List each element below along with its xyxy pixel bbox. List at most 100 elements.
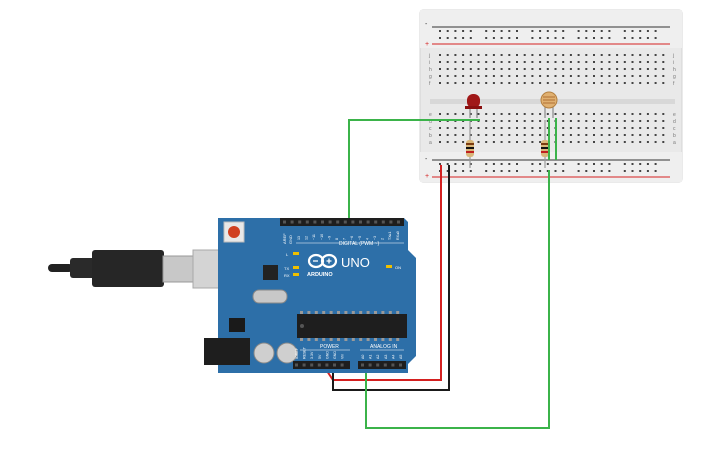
- header-pin[interactable]: [336, 220, 340, 224]
- pin-label: A1: [369, 355, 373, 359]
- header-pin[interactable]: [399, 363, 402, 367]
- power-header-pins: [295, 363, 344, 367]
- chip-pin: [396, 338, 400, 341]
- header-pin[interactable]: [290, 220, 294, 224]
- pin-label: IOREF: [295, 347, 299, 359]
- chip-pin: [314, 311, 318, 314]
- resistor-photo-band-2: [541, 147, 549, 149]
- rail-hole: [516, 170, 518, 172]
- header-pin[interactable]: [298, 220, 302, 224]
- terminal-hole: [600, 61, 603, 63]
- header-pin[interactable]: [340, 363, 344, 367]
- rail-hole: [446, 170, 449, 172]
- chip-pin: [322, 311, 326, 314]
- terminal-hole: [500, 127, 503, 129]
- pin-label: GND: [333, 351, 337, 359]
- terminal-hole: [469, 127, 472, 129]
- rail-hole: [469, 37, 472, 39]
- header-pin[interactable]: [295, 363, 298, 367]
- terminal-hole: [600, 134, 603, 136]
- terminal-hole: [454, 61, 457, 63]
- resistor-led-band-1: [466, 143, 474, 145]
- rail-hole: [485, 170, 488, 172]
- rail-hole: [608, 170, 611, 172]
- header-pin[interactable]: [368, 363, 372, 367]
- header-pin[interactable]: [325, 363, 329, 367]
- header-pin[interactable]: [376, 363, 380, 367]
- terminal-hole: [562, 75, 565, 77]
- logo-arduino: ARDUINO: [307, 272, 333, 278]
- resistor-photo[interactable]: [541, 120, 549, 168]
- header-pin[interactable]: [302, 363, 306, 367]
- wire-green-led-to-pin[interactable]: [348, 119, 480, 225]
- header-pin[interactable]: [366, 220, 370, 224]
- wire-black-gnd[interactable]: [332, 165, 450, 391]
- terminal-hole: [662, 134, 665, 136]
- wire-red-5v[interactable]: [324, 165, 442, 381]
- header-pin[interactable]: [310, 363, 314, 367]
- red-led[interactable]: [465, 94, 482, 118]
- rail-hole: [446, 163, 449, 165]
- terminal-hole: [454, 141, 457, 143]
- atmega-chip: [297, 314, 407, 338]
- header-pin[interactable]: [283, 220, 286, 224]
- terminal-hole: [492, 120, 495, 122]
- terminal-hole: [531, 120, 534, 122]
- wire-green-a0[interactable]: [365, 170, 550, 429]
- rail-hole: [646, 163, 649, 165]
- terminal-hole: [608, 82, 611, 84]
- resistor-led-band-3: [466, 151, 474, 153]
- terminal-hole: [477, 113, 480, 115]
- pin-label: 4: [365, 238, 369, 240]
- rail-hole: [462, 170, 465, 172]
- terminal-hole: [623, 61, 626, 63]
- header-pin[interactable]: [381, 220, 385, 224]
- chip-pin: [374, 311, 377, 314]
- terminal-hole: [593, 141, 595, 143]
- header-pin[interactable]: [391, 363, 395, 367]
- terminal-hole: [439, 75, 441, 77]
- rail-hole: [593, 163, 595, 165]
- terminal-hole: [469, 75, 472, 77]
- resistor-led[interactable]: [466, 120, 474, 168]
- header-pin[interactable]: [351, 220, 355, 224]
- header-pin[interactable]: [313, 220, 317, 224]
- terminal-hole: [639, 134, 642, 136]
- terminal-hole: [654, 141, 657, 143]
- terminal-hole: [508, 61, 511, 63]
- header-pin[interactable]: [343, 220, 347, 224]
- reset-button[interactable]: [228, 226, 240, 238]
- rail-hole: [639, 170, 642, 172]
- terminal-hole: [654, 113, 657, 115]
- terminal-hole: [569, 141, 572, 143]
- terminal-hole: [546, 82, 549, 84]
- pin-label: ~11: [312, 234, 316, 240]
- rail-hole: [500, 30, 503, 32]
- header-pin[interactable]: [383, 363, 387, 367]
- chip-pin: [307, 311, 311, 314]
- terminal-hole: [654, 120, 657, 122]
- pin-label: 7: [343, 238, 347, 240]
- header-pin[interactable]: [333, 363, 336, 367]
- header-pin[interactable]: [361, 363, 364, 367]
- rail-hole: [531, 37, 534, 39]
- rail-hole: [500, 170, 503, 172]
- pin-label: ~6: [350, 236, 354, 240]
- rail-hole: [623, 170, 626, 172]
- terminal-hole: [585, 82, 588, 84]
- header-pin[interactable]: [321, 220, 324, 224]
- header-pin[interactable]: [317, 363, 321, 367]
- terminal-hole: [616, 68, 619, 70]
- header-pin[interactable]: [374, 220, 378, 224]
- header-pin[interactable]: [359, 220, 362, 224]
- terminal-hole: [454, 75, 457, 77]
- header-pin[interactable]: [328, 220, 332, 224]
- terminal-hole: [446, 82, 449, 84]
- photoresistor[interactable]: [540, 91, 558, 118]
- header-pin[interactable]: [389, 220, 393, 224]
- header-pin[interactable]: [305, 220, 309, 224]
- capacitor-2: [276, 342, 298, 364]
- header-pin[interactable]: [397, 220, 400, 224]
